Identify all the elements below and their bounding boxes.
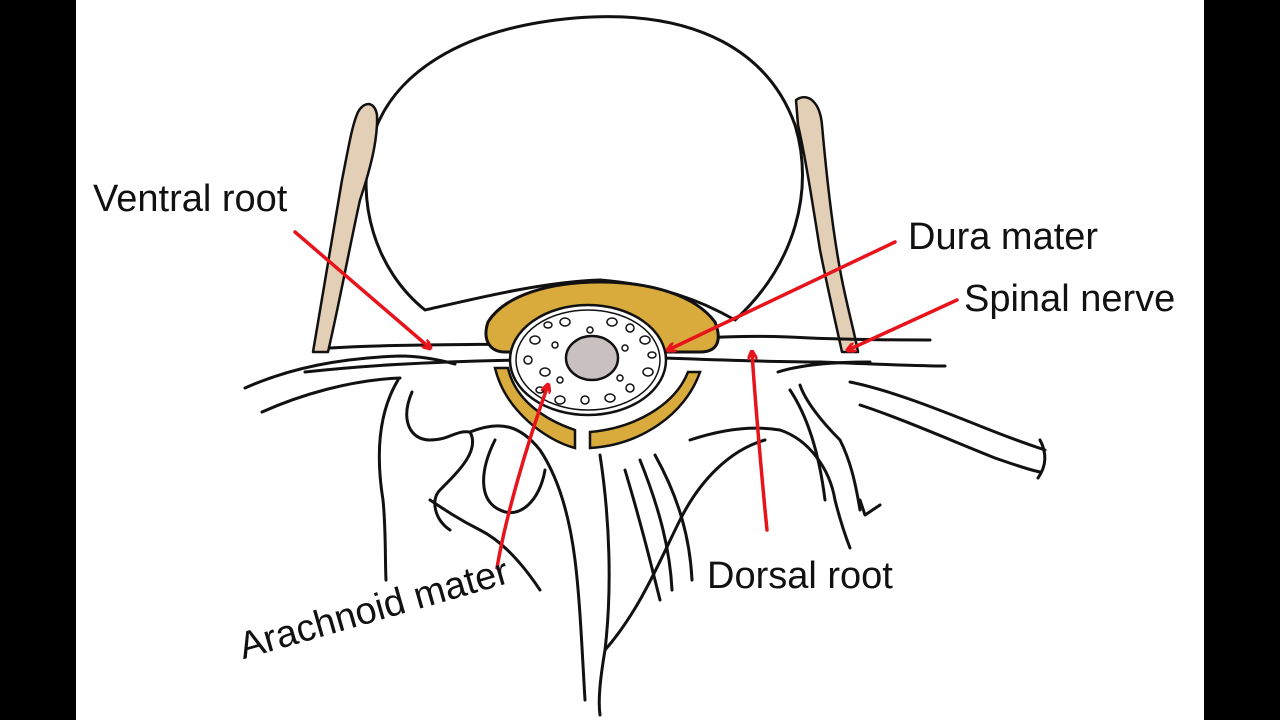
letterbox-left — [0, 0, 76, 720]
lamina-right — [688, 426, 852, 550]
arrow-ventral-root — [293, 230, 430, 348]
arrow-dura-mater — [668, 240, 897, 350]
ligament-left — [311, 102, 379, 354]
spinous-process — [597, 453, 611, 717]
vertebral-body — [364, 15, 804, 322]
nerve-root-right-bottom — [663, 356, 947, 368]
lamina-left — [243, 354, 457, 390]
ligament-right — [794, 96, 860, 354]
arrow-spinal-nerve — [848, 298, 959, 350]
arrow-dorsal-root — [752, 352, 769, 532]
label-spinal-nerve: Spinal nerve — [964, 278, 1176, 320]
spinal-cord — [508, 303, 668, 417]
arrow-arachnoid-mater — [495, 385, 548, 570]
label-dura-mater: Dura mater — [908, 216, 1099, 258]
nerve-root-left-bottom — [303, 358, 522, 374]
label-ventral-root: Ventral root — [93, 178, 288, 220]
label-dorsal-root: Dorsal root — [707, 555, 893, 597]
letterbox-right — [1204, 0, 1280, 720]
